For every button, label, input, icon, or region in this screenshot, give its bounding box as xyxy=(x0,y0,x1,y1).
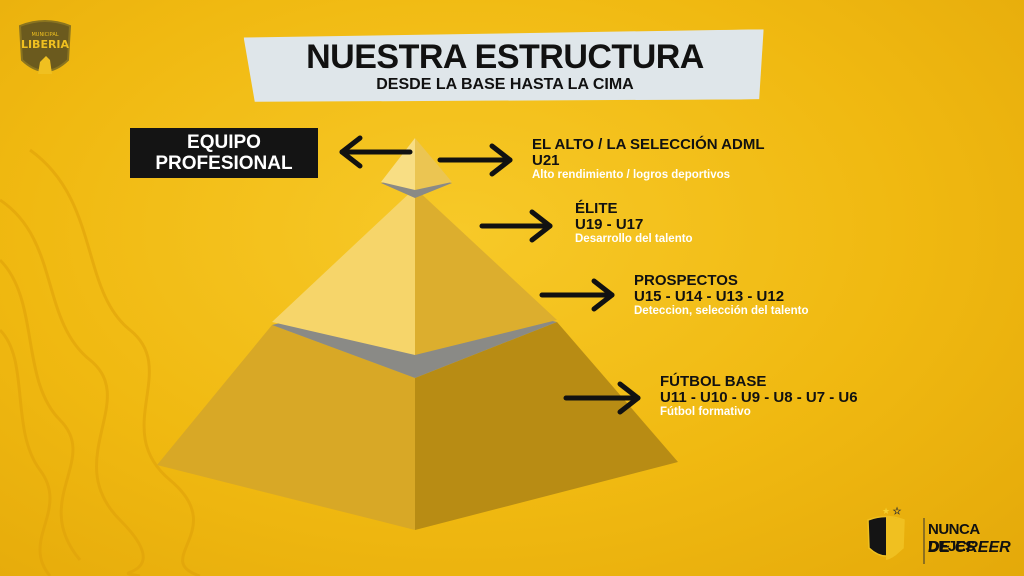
level-futbol-base: FÚTBOL BASE U11 - U10 - U9 - U8 - U7 - U… xyxy=(660,373,858,419)
arrow-right-icon xyxy=(539,278,615,312)
base-right-face xyxy=(415,322,678,530)
arrow-right-icon xyxy=(563,381,641,415)
middle-right-face xyxy=(415,188,557,355)
level-description: Fútbol formativo xyxy=(660,406,751,418)
level-categories: U21 xyxy=(532,152,560,169)
arrow-left-icon xyxy=(339,135,413,169)
professional-team-label: EQUIPO PROFESIONAL xyxy=(130,128,318,178)
level-categories: U15 - U14 - U13 - U12 xyxy=(634,288,785,305)
level-alto: EL ALTO / LA SELECCIÓN ADML U21 Alto ren… xyxy=(532,136,765,182)
level-name: EL ALTO / LA SELECCIÓN ADML xyxy=(532,136,765,153)
middle-left-face xyxy=(272,188,415,355)
professional-line1: EQUIPO xyxy=(187,132,261,153)
level-description: Deteccion, selección del talento xyxy=(634,305,809,317)
svg-text:★: ★ xyxy=(893,507,901,517)
level-description: Desarrollo del talento xyxy=(575,233,693,245)
svg-text:LIBERIA: LIBERIA xyxy=(21,38,70,51)
svg-text:MUNICIPAL: MUNICIPAL xyxy=(31,32,58,38)
level-description: Alto rendimiento / logros deportivos xyxy=(532,169,731,181)
svg-text:★: ★ xyxy=(882,507,890,517)
page-title: NUESTRA ESTRUCTURA xyxy=(306,38,704,76)
cap-right-face xyxy=(415,138,452,190)
level-name: FÚTBOL BASE xyxy=(660,373,767,390)
level-prospectos: PROSPECTOS U15 - U14 - U13 - U12 Detecci… xyxy=(634,272,834,318)
professional-line2: PROFESIONAL xyxy=(155,153,293,174)
cap-left-face xyxy=(381,138,415,190)
slogan-line2: DE CREER xyxy=(928,539,1011,556)
base-left-face xyxy=(157,325,415,530)
level-categories: U19 - U17 xyxy=(575,216,644,233)
page-subtitle: DESDE LA BASE HASTA LA CIMA xyxy=(376,76,634,93)
level-elite: ÉLITE U19 - U17 Desarrollo del talento xyxy=(575,200,693,246)
level-categories: U11 - U10 - U9 - U8 - U7 - U6 xyxy=(660,389,858,406)
slogan-line1: NUNCA DEJES xyxy=(928,521,980,555)
arrow-right-icon xyxy=(437,143,513,177)
arrow-right-icon xyxy=(479,209,553,243)
brand-logo: ★ ★ xyxy=(867,507,925,564)
level-name: PROSPECTOS xyxy=(634,272,738,289)
level-name: ÉLITE xyxy=(575,200,618,217)
club-logo: MUNICIPAL LIBERIA xyxy=(18,20,72,74)
